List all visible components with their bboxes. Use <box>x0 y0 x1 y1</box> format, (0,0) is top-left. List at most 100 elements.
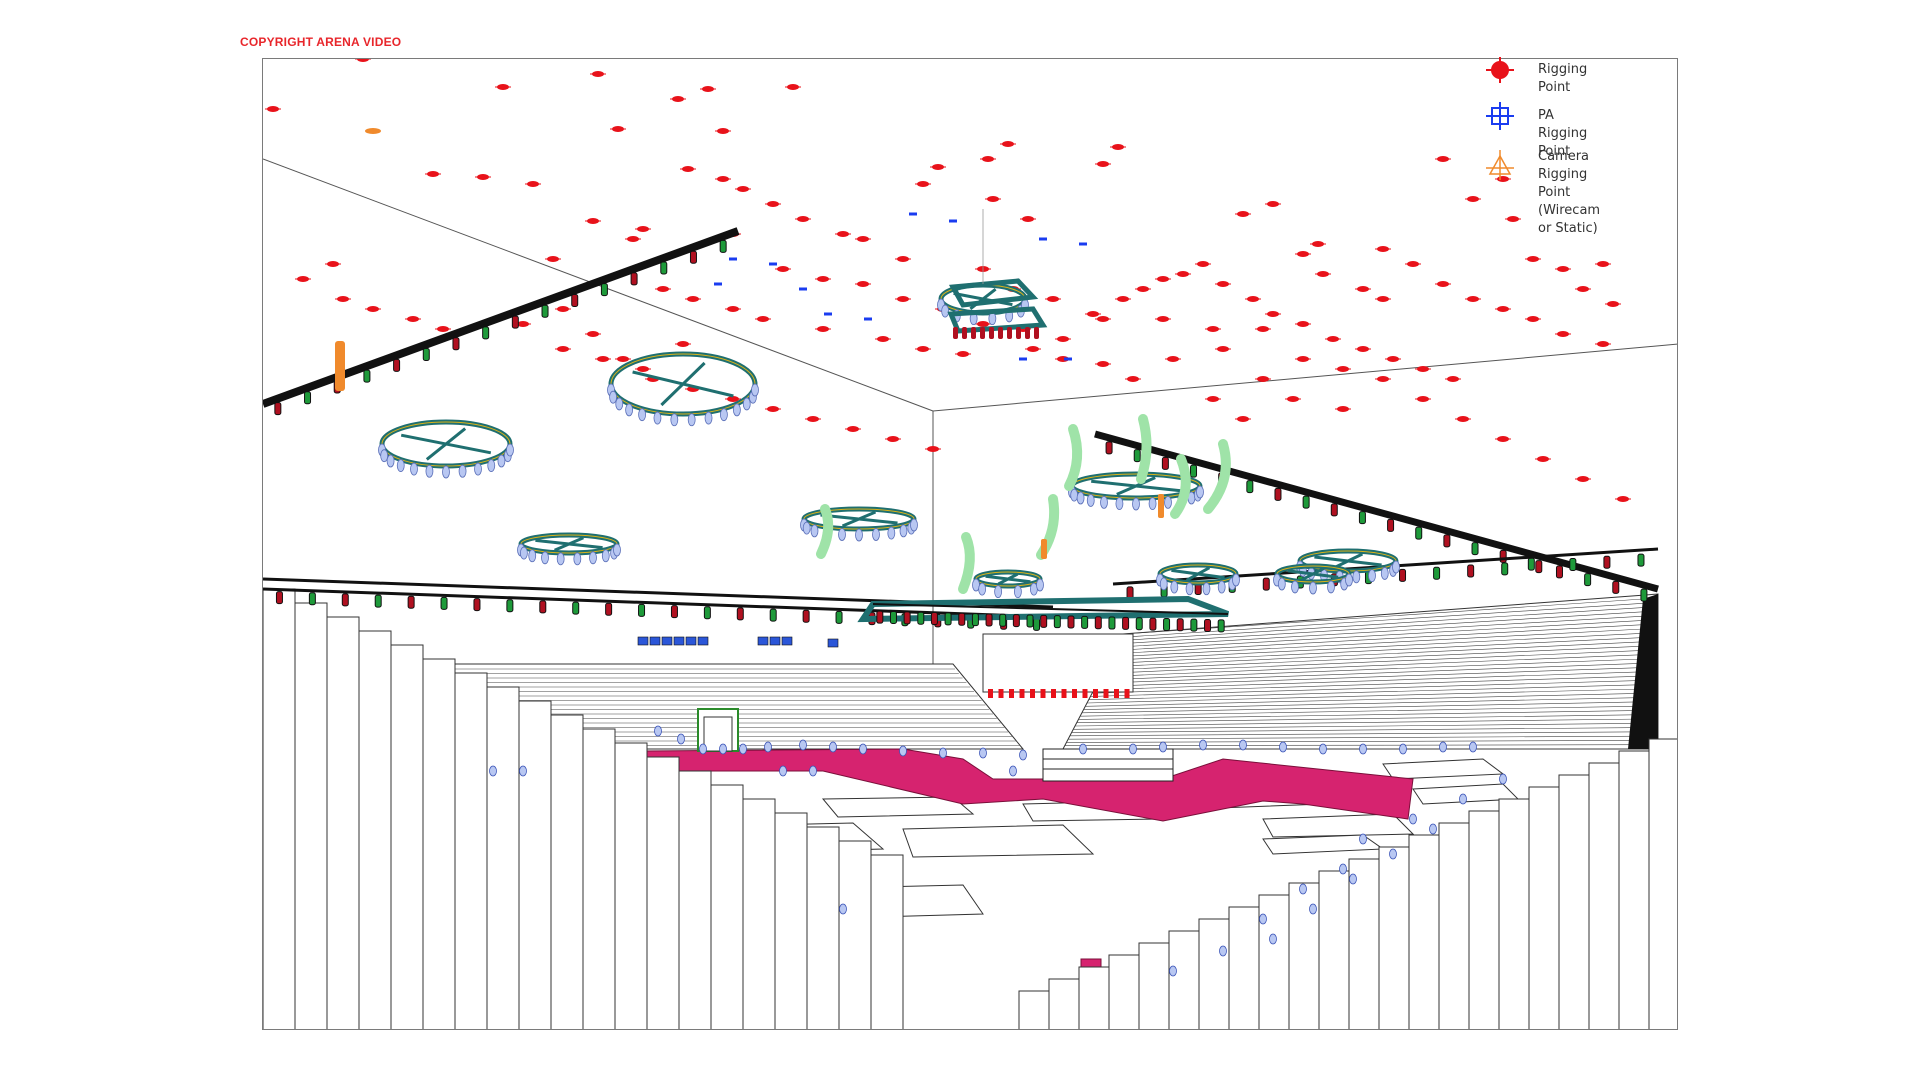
blue-fixture <box>757 636 769 646</box>
truss-fixture <box>1217 619 1225 633</box>
rigging-point-marker <box>1310 241 1326 247</box>
rigging-point-marker <box>1295 356 1311 362</box>
truss-fixture <box>980 327 985 339</box>
truss-fixture <box>1535 560 1543 574</box>
truss-fixture <box>703 606 711 620</box>
rigging-point-marker <box>1085 311 1101 317</box>
floor-light <box>699 743 707 755</box>
speaker-arrays <box>816 414 1231 594</box>
truss-fixture <box>274 402 282 416</box>
light-fixture <box>1196 485 1204 499</box>
rigging-point-marker <box>1215 346 1231 352</box>
truss-fixture <box>998 327 1003 339</box>
truss-left-upper <box>263 227 740 416</box>
rigging-point-marker <box>610 126 626 132</box>
rigging-point-marker <box>1385 356 1401 362</box>
floor-light <box>1299 883 1307 895</box>
pa-rigging-point-icon <box>1486 102 1514 130</box>
floor-light <box>1199 739 1207 751</box>
floor-light <box>1429 823 1437 835</box>
truss-fixture <box>1026 614 1034 628</box>
light-fixture <box>556 552 565 566</box>
floor-light <box>899 745 907 757</box>
rigging-point-marker <box>1335 406 1351 412</box>
rigging-point-marker <box>1595 341 1611 347</box>
circular-truss <box>517 532 621 566</box>
rigging-point-marker <box>985 196 1001 202</box>
floor-light <box>839 903 847 915</box>
light-fixture <box>1368 569 1376 583</box>
light-fixture <box>872 528 880 541</box>
rigging-point-marker <box>590 71 606 77</box>
truss-fixture <box>422 348 430 362</box>
light-fixture <box>1352 570 1361 584</box>
blue-fixture <box>697 636 709 646</box>
rigging-point-marker <box>1575 286 1591 292</box>
truss-fixture <box>440 596 448 610</box>
pa-rigging-point-marker <box>729 257 737 261</box>
rigging-point-marker <box>1095 316 1111 322</box>
rigging-point-marker <box>1355 346 1371 352</box>
pa-rigging-point-marker <box>1079 242 1087 246</box>
truss-fixture <box>473 598 481 612</box>
rigging-point-marker <box>425 171 441 177</box>
legend: Rigging Point PA Rigging Point Camera Ri… <box>1480 55 1680 236</box>
truss-fixture <box>1603 555 1611 569</box>
light-fixture <box>1132 497 1140 511</box>
truss-fixture <box>506 599 514 613</box>
truss-fixture <box>1007 327 1012 339</box>
rigging-point-marker <box>1495 436 1511 442</box>
center-screen <box>982 633 1134 698</box>
truss-fixture <box>1399 568 1407 582</box>
light-fixture <box>487 459 496 472</box>
rigging-point-marker <box>1025 346 1041 352</box>
floor-light <box>1469 741 1477 753</box>
circular-truss <box>1156 562 1240 596</box>
light-fixture <box>1345 573 1353 587</box>
truss-fixture <box>1012 614 1020 628</box>
rigging-point-marker <box>1125 376 1141 382</box>
light-fixture <box>609 390 617 404</box>
rigging-point-marker <box>475 174 491 180</box>
floor-light <box>1279 741 1287 753</box>
rigging-point-marker <box>1245 296 1261 302</box>
truss-fixture <box>374 594 382 608</box>
light-fixture <box>910 518 918 532</box>
floor-light <box>1439 741 1447 753</box>
truss-fixture <box>275 591 283 605</box>
rigging-point-marker <box>1375 376 1391 382</box>
truss-fixture <box>1161 456 1169 470</box>
light-fixture <box>670 413 679 427</box>
rigging-point-marker <box>1325 336 1341 342</box>
rigging-point-marker <box>980 156 996 162</box>
light-fixture <box>396 459 405 472</box>
rigging-point-marker <box>885 436 901 442</box>
legend-label-rigging-point: Rigging Point <box>1538 62 1588 95</box>
floor-light <box>1129 743 1137 755</box>
rigging-point-marker <box>365 306 381 312</box>
truss-fixture <box>1105 441 1113 455</box>
rigging-point-marker <box>670 96 686 102</box>
truss-fixture <box>1415 526 1423 540</box>
light-fixture <box>1070 488 1079 502</box>
truss-fixture <box>903 611 911 625</box>
light-fixture <box>386 454 395 468</box>
rigging-point-marker <box>1175 271 1191 277</box>
rigging-point-marker <box>785 84 801 90</box>
truss-fixture <box>835 610 843 624</box>
rigging-point-marker <box>1295 251 1311 257</box>
truss-fixture <box>1637 553 1645 567</box>
rigging-point-marker <box>545 256 561 262</box>
rigging-point-marker <box>1115 296 1131 302</box>
truss-fixture <box>1122 616 1130 630</box>
camera-mounts <box>335 341 1164 559</box>
camera-rigging-point-icon <box>1486 150 1514 180</box>
rigging-point-marker <box>855 236 871 242</box>
pa-rigging-point-marker <box>769 262 777 266</box>
light-fixture <box>1185 582 1194 596</box>
truss-fixture <box>1094 616 1102 630</box>
light-fixture <box>380 449 389 463</box>
rigging-point-marker <box>875 336 891 342</box>
truss-fixture <box>953 327 958 339</box>
boxing-ring <box>1042 748 1174 782</box>
